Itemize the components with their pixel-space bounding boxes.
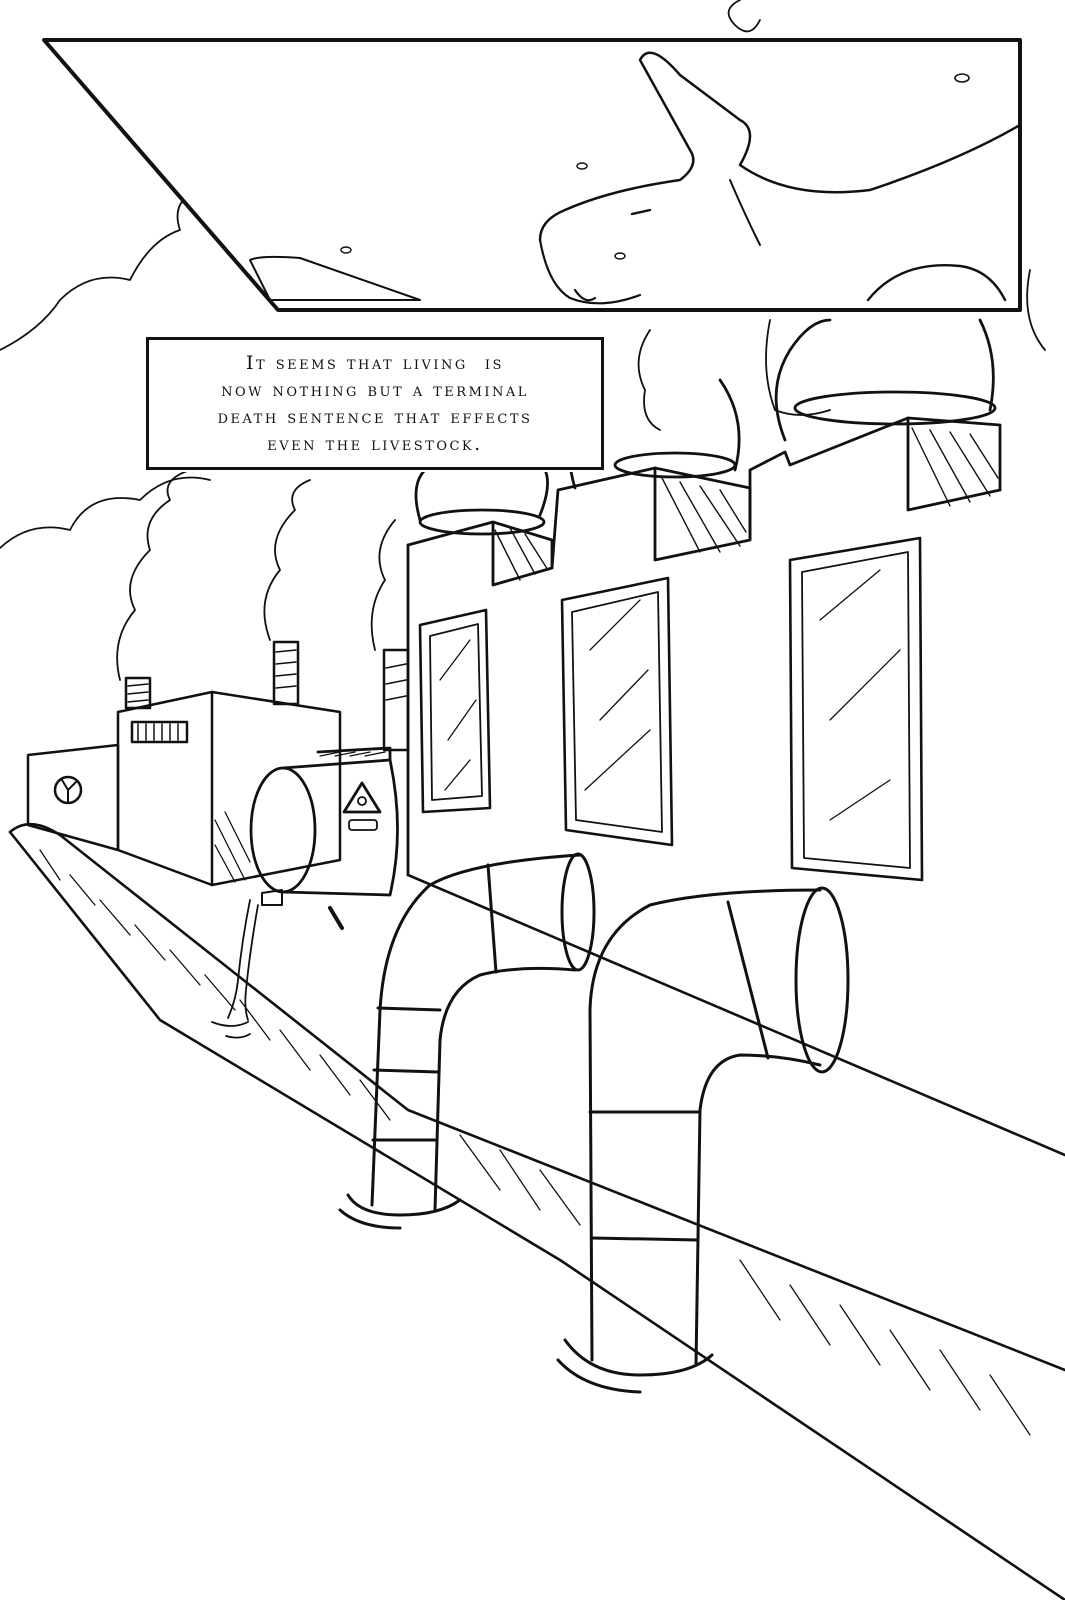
narration-caption-box: It seems that living is now nothing but … xyxy=(146,337,604,470)
factory-windows xyxy=(418,536,924,882)
fly-icon xyxy=(954,73,970,83)
left-pipe xyxy=(338,852,596,1230)
rear-building xyxy=(26,743,120,852)
canal xyxy=(8,822,1065,1600)
smoke-clouds xyxy=(0,0,1046,681)
main-factory xyxy=(406,318,1002,877)
toxic-barrel xyxy=(249,746,399,930)
middle-building xyxy=(116,690,342,887)
right-pipe xyxy=(556,886,850,1394)
narration-caption-text: It seems that living is now nothing but … xyxy=(218,350,533,458)
caption-line-1: It seems that living is xyxy=(246,351,504,374)
smokestacks xyxy=(124,640,410,752)
caption-line-2: now nothing but a terminal xyxy=(221,378,529,401)
top-panel xyxy=(42,38,1022,312)
caption-line-4: even the livestock. xyxy=(267,432,483,455)
cow-head xyxy=(538,51,1022,242)
caption-line-3: death sentence that effects xyxy=(217,405,533,428)
leaking-fluid xyxy=(211,899,259,1039)
toxic-skull-icon xyxy=(342,781,382,814)
